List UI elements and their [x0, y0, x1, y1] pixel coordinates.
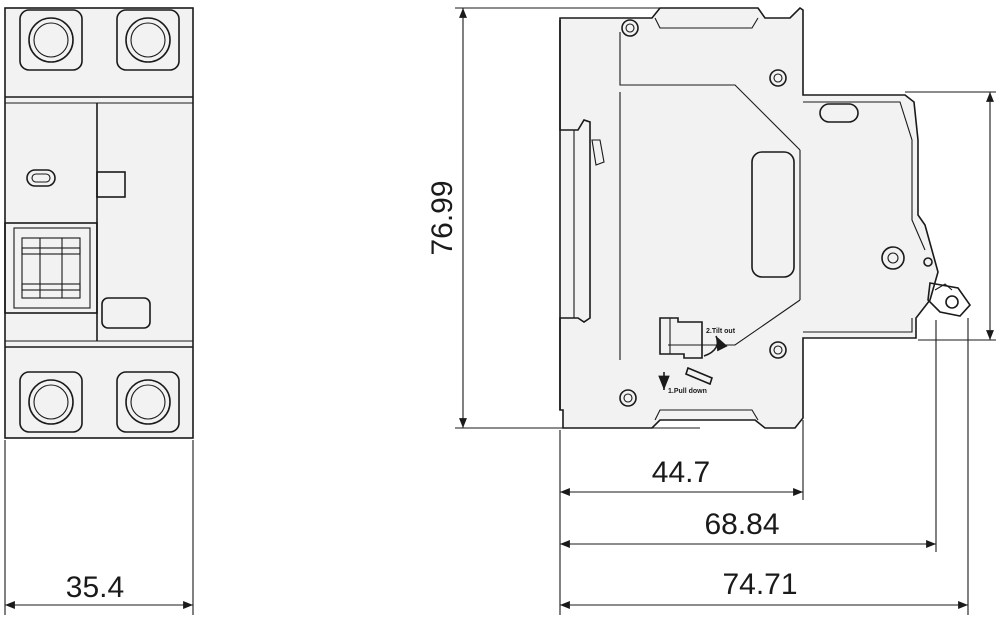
pull-down-text: 1.Pull down: [668, 388, 707, 395]
terminal-top-left: [19, 9, 83, 71]
label-window: [101, 297, 151, 329]
height-label: 76.99: [426, 180, 459, 255]
depth-label-1: 44.7: [652, 456, 710, 489]
tilt-out-text: 2.Tilt out: [706, 328, 736, 335]
removal-instruction: 2.Tilt out 1.Pull down: [658, 317, 736, 395]
terminal-top-right: [116, 9, 180, 71]
depth-dimensions: 44.7 68.84 74.71: [559, 318, 969, 615]
indicator-window: [96, 171, 126, 198]
height-dimension: 76.99: [426, 7, 700, 429]
test-button: [26, 169, 56, 187]
rail-dimension: [905, 91, 996, 341]
depth-label-2: 68.84: [704, 508, 779, 541]
side-body-outline: [559, 6, 939, 429]
depth-label-3: 74.71: [722, 568, 797, 601]
side-view: 2.Tilt out 1.Pull down 76.99 44.7: [426, 6, 996, 615]
width-label: 35.4: [66, 571, 124, 604]
rivets: [619, 19, 933, 407]
side-lever: [927, 282, 972, 317]
width-dimension: 35.4: [4, 440, 194, 615]
side-slot: [751, 151, 795, 278]
toggle-lever: [4, 222, 98, 314]
terminal-bottom-left: [19, 371, 83, 433]
front-view: 35.4: [4, 7, 194, 615]
terminal-bottom-right: [116, 371, 180, 433]
